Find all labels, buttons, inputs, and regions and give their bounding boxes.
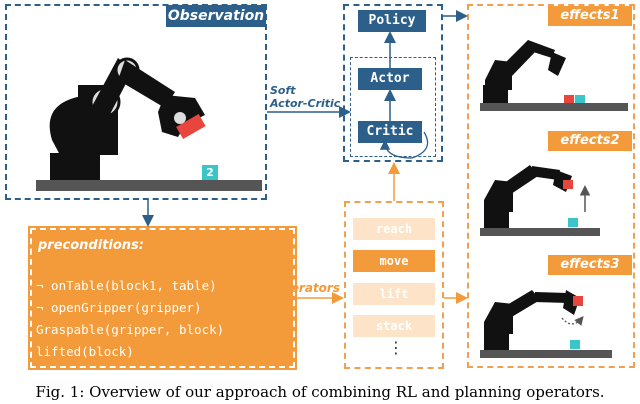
observation-table bbox=[36, 180, 262, 191]
preconditions-title: preconditions: bbox=[38, 238, 144, 253]
figure-caption: Fig. 1: Overview of our approach of comb… bbox=[35, 383, 605, 401]
operator-move[interactable]: move bbox=[353, 250, 435, 272]
operators-label: Operators bbox=[272, 281, 340, 295]
operator-more: ⋮ bbox=[388, 338, 404, 357]
effects3-title: effects3 bbox=[548, 255, 632, 275]
policy-node: Policy bbox=[358, 10, 426, 32]
operators-panel bbox=[344, 201, 444, 369]
effects1-title: effects1 bbox=[548, 6, 632, 26]
policy-panel bbox=[343, 4, 443, 162]
soft-actor-critic-line2: Actor-Critic bbox=[270, 97, 341, 110]
soft-actor-critic-line1: Soft bbox=[270, 84, 296, 97]
preconditions-box bbox=[28, 226, 297, 370]
effects-panel bbox=[467, 4, 635, 368]
precondition-line: Graspable(gripper, block) bbox=[36, 322, 225, 337]
effects2-title: effects2 bbox=[548, 131, 632, 151]
preconditions-panel: preconditions: ¬ onTable(block1, table) … bbox=[28, 226, 297, 370]
operator-reach[interactable]: reach bbox=[353, 218, 435, 240]
observation-block-label: 2 bbox=[206, 166, 214, 179]
actor-node: Actor bbox=[358, 68, 422, 90]
effects3-robot bbox=[480, 290, 612, 358]
effects2-robot bbox=[480, 165, 600, 236]
observation-robot bbox=[36, 57, 262, 191]
observation-panel bbox=[5, 4, 267, 200]
soft-actor-critic-label: Soft Actor-Critic bbox=[270, 84, 340, 110]
effects1-robot bbox=[480, 40, 628, 111]
observation-block bbox=[202, 165, 218, 180]
observation-title: Observation bbox=[166, 5, 266, 27]
precondition-line: lifted(block) bbox=[36, 344, 134, 359]
critic-node: Critic bbox=[358, 121, 422, 143]
precondition-line: ¬ openGripper(gripper) bbox=[36, 300, 202, 315]
precondition-line: ¬ onTable(block1, table) bbox=[36, 278, 217, 293]
operator-stack[interactable]: stack bbox=[353, 315, 435, 337]
operator-lift[interactable]: lift bbox=[353, 283, 435, 305]
